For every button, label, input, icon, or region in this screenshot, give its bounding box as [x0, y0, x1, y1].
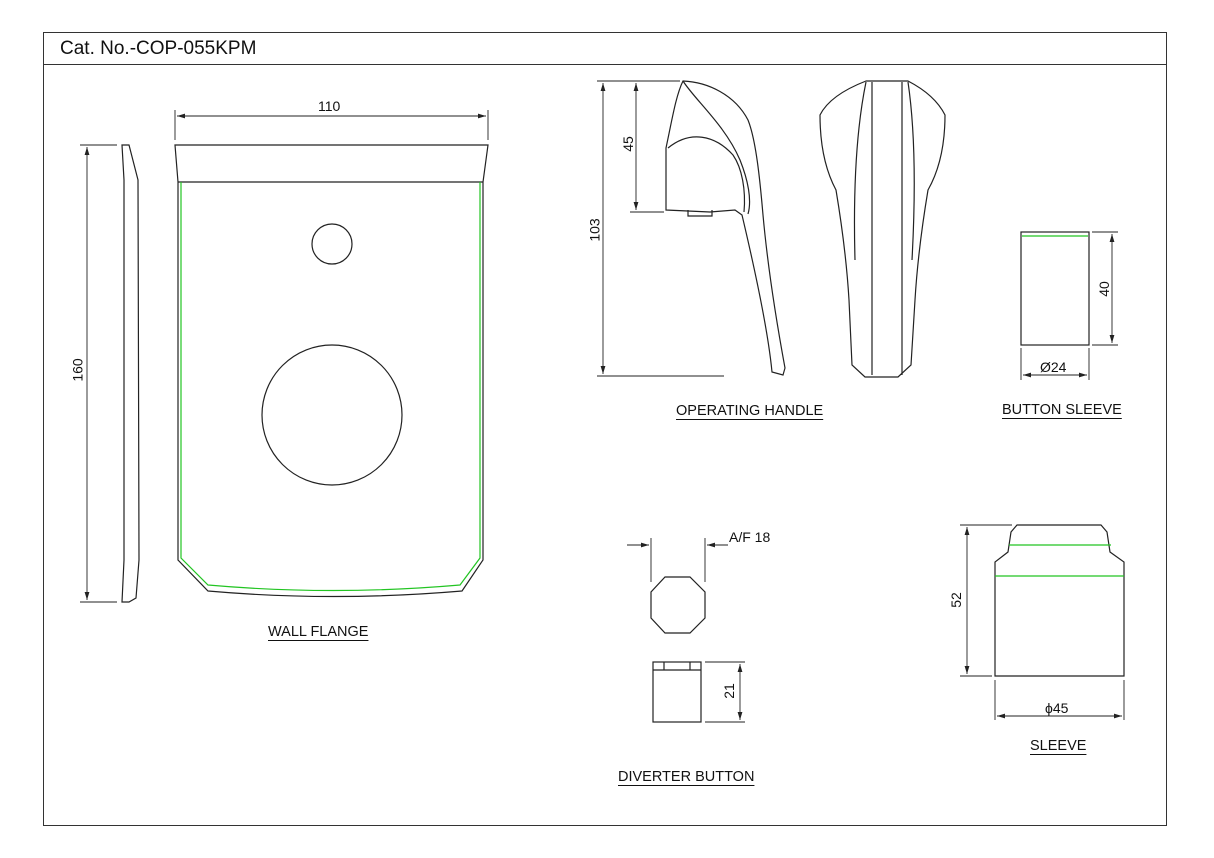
handle-side-spindle: [687, 210, 713, 217]
flange-inner-highlight: [180, 182, 481, 592]
diverter-side-body: [652, 661, 702, 723]
flange-front-outline: [174, 144, 489, 598]
flange-large-hole: [261, 344, 403, 486]
sleeve-drawing: [960, 524, 1125, 720]
catalog-number: Cat. No.-COP-055KPM: [60, 38, 257, 59]
diverter-af-dim: A/F 18: [729, 529, 771, 545]
diverter-height-dim: 21: [720, 683, 737, 699]
button-sleeve-body: [1020, 231, 1090, 346]
operating-handle-drawing: [597, 80, 946, 378]
handle-side-inner-curve-2: [667, 136, 746, 213]
handle-front-outline: [819, 80, 946, 378]
handle-front-curve-left: [853, 81, 867, 261]
button-sleeve-height-dim: 40: [1095, 281, 1112, 297]
handle-upper-dim: 45: [619, 136, 636, 152]
sleeve-outline: [994, 524, 1125, 677]
flange-side-view: [121, 144, 140, 603]
diverter-octagon-top-view: [650, 576, 706, 634]
handle-side-inner-curve: [682, 80, 751, 215]
sleeve-dia-dim: ϕ45: [1045, 700, 1069, 716]
drawing-frame: [43, 32, 1167, 826]
handle-side-outline: [665, 80, 786, 376]
diverter-button-drawing: [627, 538, 745, 723]
sleeve-height-dim: 52: [947, 592, 964, 608]
button-sleeve-dia-dim: Ø24: [1040, 359, 1067, 375]
wall-flange-label: WALL FLANGE: [268, 624, 369, 640]
handle-front-curve-right: [907, 81, 915, 261]
sleeve-label: SLEEVE: [1030, 738, 1087, 754]
flange-small-hole: [311, 223, 353, 265]
button-sleeve-drawing: [1020, 231, 1118, 380]
diverter-button-label: DIVERTER BUTTON: [618, 769, 755, 785]
handle-height-dim: 103: [586, 218, 603, 242]
flange-height-dim: 160: [69, 358, 86, 382]
flange-width-dim: 110: [318, 98, 341, 114]
wall-flange-drawing: [80, 110, 489, 603]
button-sleeve-label: BUTTON SLEEVE: [1002, 402, 1122, 418]
operating-handle-label: OPERATING HANDLE: [676, 403, 824, 419]
title-block: Cat. No.-COP-055KPM: [43, 32, 1167, 65]
